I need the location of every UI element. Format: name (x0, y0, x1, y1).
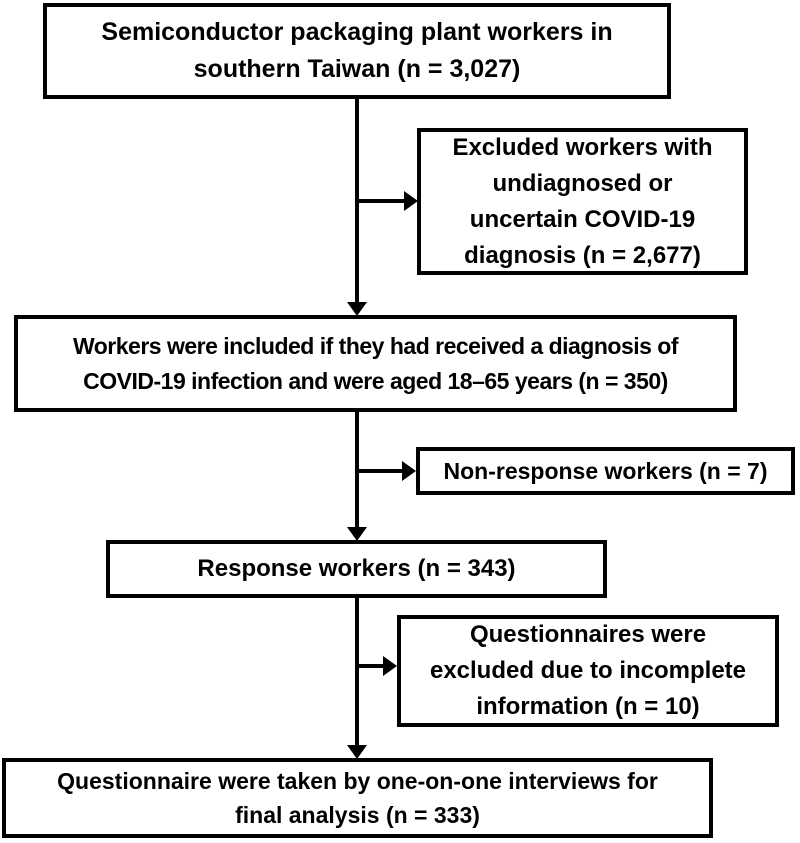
connector-branch-line-1 (359, 199, 405, 203)
box-response-workers-text: Response workers (n = 343) (197, 555, 516, 583)
box-non-response-text: Non-response workers (n = 7) (443, 457, 768, 484)
arrow-down-icon (347, 302, 367, 316)
arrow-right-icon (404, 191, 418, 211)
box-final-analysis: Questionnaire were taken by one-on-one i… (2, 758, 713, 838)
box-response-workers: Response workers (n = 343) (106, 540, 607, 598)
arrow-right-icon (383, 656, 397, 676)
box-population: Semiconductor packaging plant workers in… (43, 3, 671, 99)
box-population-text: Semiconductor packaging plant workers in… (101, 18, 613, 83)
box-included-workers: Workers were included if they had receiv… (14, 315, 737, 412)
arrow-right-icon (402, 461, 416, 481)
connector-vertical-line-2 (355, 412, 359, 528)
box-excluded-incomplete: Questionnaires were excluded due to inco… (397, 615, 779, 727)
connector-vertical-line-1 (355, 99, 359, 303)
box-excluded-incomplete-text: Questionnaires were excluded due to inco… (429, 621, 747, 720)
box-excluded-undiagnosed: Excluded workers with undiagnosed or unc… (417, 128, 748, 275)
connector-branch-line-2 (359, 469, 403, 473)
box-excluded-undiagnosed-text: Excluded workers with undiagnosed or unc… (452, 133, 713, 269)
connector-branch-line-3 (359, 664, 384, 668)
box-final-analysis-text: Questionnaire were taken by one-on-one i… (57, 767, 658, 828)
connector-vertical-line-3 (355, 597, 359, 746)
box-included-workers-text: Workers were included if they had receiv… (72, 333, 679, 394)
arrow-down-icon (347, 527, 367, 541)
box-non-response: Non-response workers (n = 7) (416, 447, 795, 495)
arrow-down-icon (347, 745, 367, 759)
